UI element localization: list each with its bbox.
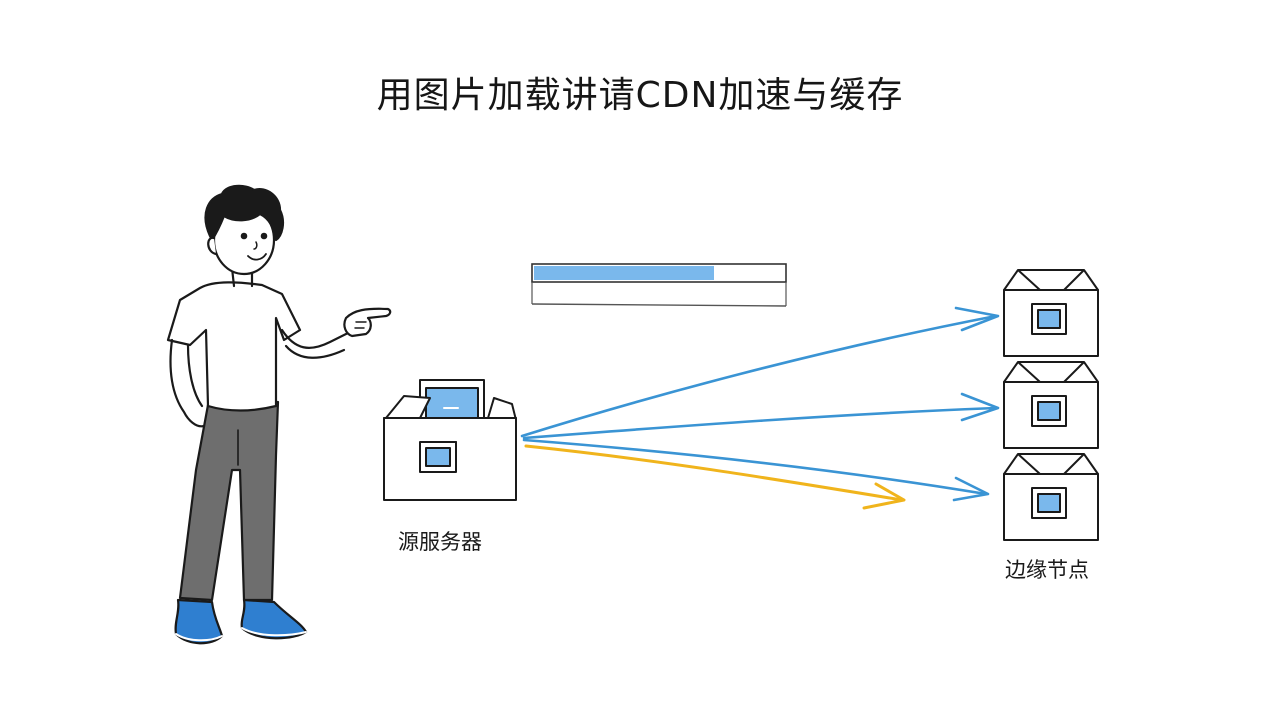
edge-node-group — [1003, 269, 1099, 541]
server-box-icon — [383, 379, 517, 501]
arrow-to-edge-3 — [522, 438, 988, 496]
image-icon — [425, 387, 479, 421]
arrow-to-edge-1 — [520, 314, 998, 438]
person-pointing-icon — [166, 184, 392, 645]
progress-underline — [531, 303, 787, 307]
progress-fill — [534, 266, 714, 280]
loading-progress-bar — [531, 263, 787, 307]
cdn-distribution-arrows — [520, 306, 1000, 510]
edge-house-icon — [1003, 361, 1099, 449]
origin-server-label: 源服务器 — [398, 530, 482, 554]
edge-node-label: 边缘节点 — [1005, 558, 1089, 582]
image-icon — [1037, 493, 1061, 513]
edge-house-icon — [1003, 453, 1099, 541]
cache-arrow — [524, 444, 904, 502]
image-icon — [1037, 401, 1061, 421]
edge-house-icon — [1003, 269, 1099, 357]
arrow-to-edge-2 — [522, 406, 998, 440]
image-icon — [1037, 309, 1061, 329]
page-title: 用图片加载讲请CDN加速与缓存 — [376, 75, 904, 116]
